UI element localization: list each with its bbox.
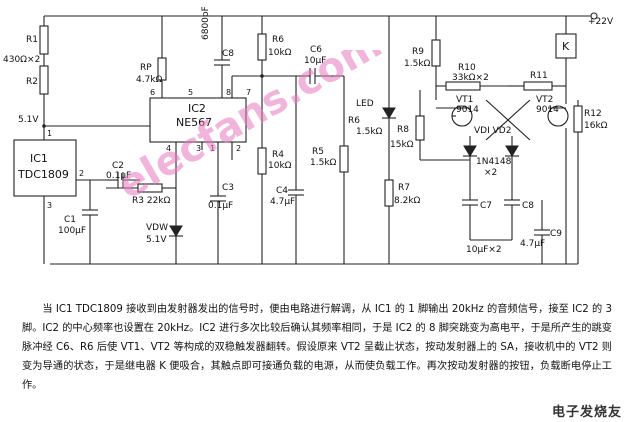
supply-label: +22V	[588, 17, 614, 27]
vd2-diode	[505, 145, 519, 157]
r8-resistor	[415, 115, 425, 141]
vt1-part: 9014	[456, 105, 479, 115]
r2-resistor	[39, 65, 49, 95]
r6a-label: R6	[272, 35, 284, 45]
vd-label: VDI VD2	[474, 126, 511, 136]
vd1-diode	[463, 145, 477, 157]
ic1-pin1: 1	[47, 129, 52, 138]
vdw-value: 5.1V	[146, 235, 167, 245]
ic2-pin7: 7	[246, 88, 251, 97]
rp-value: 4.7kΩ	[136, 75, 163, 85]
ic2-pin3: 3	[196, 144, 201, 153]
ic1-box	[13, 139, 77, 197]
led-diode	[382, 107, 396, 119]
vt2-transistor	[547, 105, 569, 127]
r9-value: 1.5kΩ	[404, 59, 431, 69]
c1-value: 100μF	[58, 226, 86, 236]
r7-value: 8.2kΩ	[394, 196, 421, 206]
r12-label: R12	[584, 109, 602, 119]
ic1-pin2: 2	[79, 169, 84, 178]
c8b-label: C8	[522, 201, 534, 211]
r2-label: R2	[26, 77, 38, 87]
r6a-resistor	[257, 33, 267, 61]
ic2-name: IC2	[188, 102, 206, 115]
relay-label: K	[562, 40, 570, 53]
c2-label: C2	[112, 161, 124, 171]
r11-label: R11	[530, 71, 548, 81]
r1-value: 430Ω×2	[3, 55, 40, 65]
r6b-label: R6	[348, 116, 360, 126]
r8-label: R8	[397, 125, 409, 135]
vt1-label: VT1	[456, 95, 473, 105]
r7-label: R7	[398, 183, 410, 193]
c3-label: C3	[222, 183, 234, 193]
supply-terminal	[590, 12, 598, 20]
r3-resistor	[137, 183, 163, 193]
c2-value: 0.1μF	[106, 171, 131, 181]
r5-resistor	[339, 145, 349, 173]
r10-resistor	[445, 81, 481, 91]
r4-resistor	[257, 147, 267, 175]
r10-value: 33kΩ×2	[452, 73, 489, 83]
ic2-pin6: 6	[150, 88, 155, 97]
c8a-label: C8	[222, 49, 234, 59]
r11-resistor	[523, 81, 553, 91]
ic1-name: IC1	[30, 152, 48, 165]
v51-label: 5.1V	[18, 115, 39, 125]
r1-resistor	[39, 25, 49, 55]
r1-label: R1	[26, 35, 38, 45]
c7-label: C7	[480, 201, 492, 211]
vdw-label: VDW	[146, 223, 168, 233]
c4-label: C4	[276, 186, 288, 196]
ic2-pin5: 5	[188, 88, 193, 97]
c8a-value: 6800pF	[201, 6, 211, 40]
r7-resistor	[384, 179, 394, 207]
r9-resistor	[431, 39, 441, 67]
led-label: LED	[356, 99, 374, 109]
ic2-part: NE567	[176, 116, 212, 129]
ic2-pin8: 8	[226, 88, 231, 97]
r6a-value: 10kΩ	[268, 48, 292, 58]
ic2-pin4: 4	[166, 144, 171, 153]
r12-value: 16kΩ	[584, 121, 608, 131]
ic2-pin1: 1	[210, 144, 215, 153]
c6-value: 10μF	[304, 56, 326, 66]
r10-label: R10	[458, 63, 476, 73]
site-logo: 电子发烧友	[551, 405, 622, 420]
diode-qty: ×2	[484, 168, 497, 178]
c6-label: C6	[310, 45, 322, 55]
r12-resistor	[573, 105, 583, 133]
r6b-value: 1.5kΩ	[356, 127, 383, 137]
r4-value: 10kΩ	[268, 161, 292, 171]
r8-value: 15kΩ	[390, 140, 414, 150]
circuit-description: 当 IC1 TDC1809 接收到由发射器发出的信号时，便由电路进行解调，从 I…	[22, 304, 612, 391]
c3-value: 0.1μF	[208, 201, 233, 211]
rp-label: RP	[140, 63, 152, 73]
c9-label: C9	[550, 229, 562, 239]
r3-label: R3 22kΩ	[132, 196, 171, 206]
vt2-label: VT2	[536, 95, 553, 105]
r5-value: 1.5kΩ	[310, 158, 337, 168]
r4-label: R4	[272, 150, 284, 160]
ic2-pin2: 2	[236, 144, 241, 153]
circuit-schematic: +22V R1 430Ω×2 R2 5.1V IC1 TDC1809 1 2 3…	[3, 6, 614, 265]
c78-value: 10μF×2	[466, 245, 502, 255]
r9-label: R9	[412, 47, 424, 57]
ic1-pin3: 3	[47, 201, 52, 210]
vt2-part: 9014	[536, 105, 559, 115]
ic2-box	[149, 97, 247, 143]
c9-value: 4.7μF	[520, 239, 545, 249]
ic1-part: TDC1809	[17, 168, 69, 181]
diode-part: 1N4148	[476, 157, 512, 167]
c4-value: 4.7μF	[270, 197, 295, 207]
c1-label: C1	[64, 215, 76, 225]
r5-label: R5	[312, 147, 324, 157]
vdw-zener	[169, 225, 183, 237]
